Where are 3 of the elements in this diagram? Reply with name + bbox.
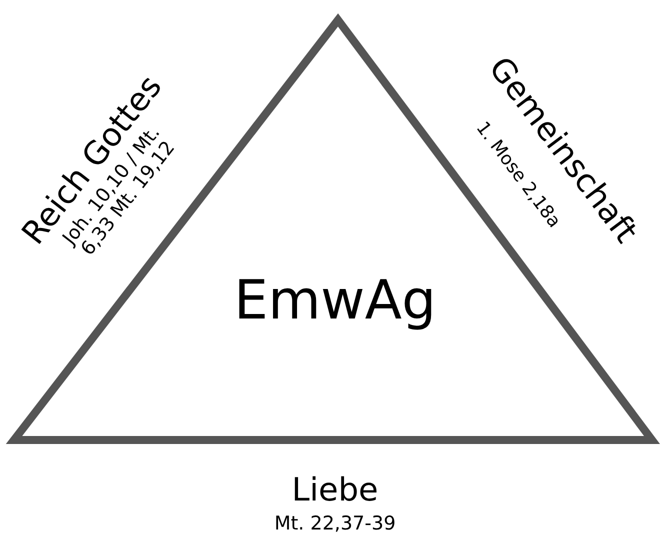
center-text: EmwAg (234, 270, 436, 330)
side-heading: Liebe (292, 472, 378, 508)
bible-reference: Mt. 22,37-39 (274, 514, 396, 534)
